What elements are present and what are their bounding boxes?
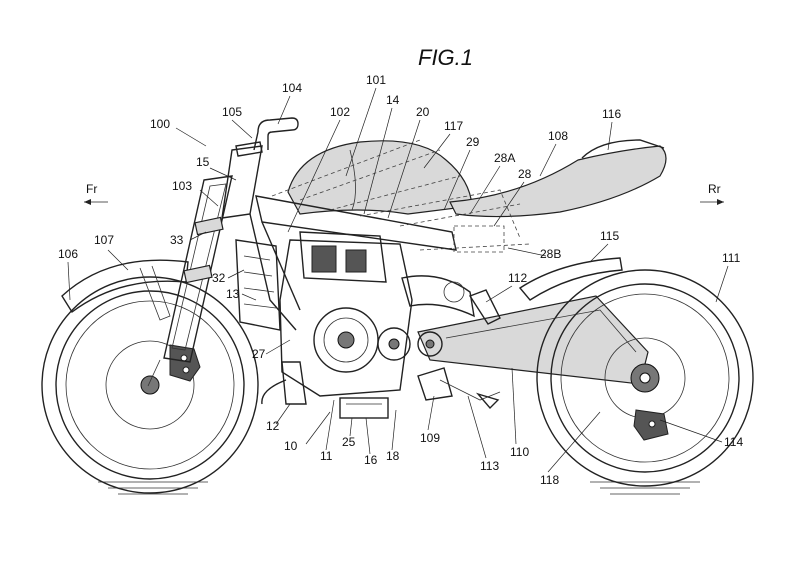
front-fork	[147, 175, 233, 387]
ref-104: 104	[282, 81, 302, 95]
rear-direction-indicator: Rr	[700, 182, 724, 205]
engine	[261, 231, 413, 419]
swing-arm	[417, 295, 649, 385]
radiator	[235, 239, 281, 331]
ref-12: 12	[266, 419, 280, 433]
ref-100: 100	[150, 117, 170, 131]
intake-duct	[401, 275, 475, 318]
ref-105: 105	[222, 105, 242, 119]
rear-wheel	[536, 269, 754, 487]
figure-title: FIG.1	[418, 45, 473, 70]
ref-18: 18	[386, 449, 400, 463]
ref-102: 102	[330, 105, 350, 119]
ref-14: 14	[386, 93, 400, 107]
ref-27: 27	[252, 347, 266, 361]
main-frame	[249, 139, 531, 331]
ref-107: 107	[94, 233, 114, 247]
fuel-tank	[287, 140, 473, 215]
ref-115: 115	[600, 229, 619, 243]
ref-117: 117	[444, 119, 463, 133]
ref-10: 10	[284, 439, 298, 453]
leader-lines	[67, 87, 729, 473]
ref-114: 114	[724, 435, 743, 449]
ref-109: 109	[420, 431, 440, 445]
ref-25: 25	[342, 435, 356, 449]
seat	[449, 145, 667, 218]
rear-label: Rr	[708, 182, 721, 196]
front-label: Fr	[86, 182, 97, 196]
ref-15: 15	[196, 155, 210, 169]
ref-28A: 28A	[494, 151, 515, 165]
ref-118: 118	[540, 473, 559, 487]
ref-32: 32	[212, 271, 226, 285]
front-direction-indicator: Fr	[84, 182, 108, 205]
ref-29: 29	[466, 135, 480, 149]
reference-numerals: 104 101 102 14 20 117 29 28A 28 108 116 …	[58, 73, 743, 487]
ref-110: 110	[510, 445, 529, 459]
ref-16: 16	[364, 453, 378, 467]
ref-108: 108	[548, 129, 568, 143]
ref-111: 111	[722, 251, 741, 265]
ref-20: 20	[416, 105, 430, 119]
ref-11: 11	[320, 449, 333, 463]
ref-112: 112	[508, 271, 527, 285]
ref-103: 103	[172, 179, 192, 193]
ref-116: 116	[602, 107, 621, 121]
ground-lines	[98, 481, 700, 495]
ref-28: 28	[518, 167, 532, 181]
ref-106: 106	[58, 247, 78, 261]
ref-33: 33	[170, 233, 184, 247]
steering-head	[221, 117, 299, 219]
front-fender	[61, 259, 189, 314]
rear-fender	[518, 257, 623, 301]
ref-13: 13	[226, 287, 240, 301]
ref-101: 101	[366, 73, 386, 87]
footpeg-linkage	[417, 367, 501, 410]
ref-28B: 28B	[540, 247, 561, 261]
front-wheel	[41, 276, 259, 494]
ref-113: 113	[480, 459, 499, 473]
